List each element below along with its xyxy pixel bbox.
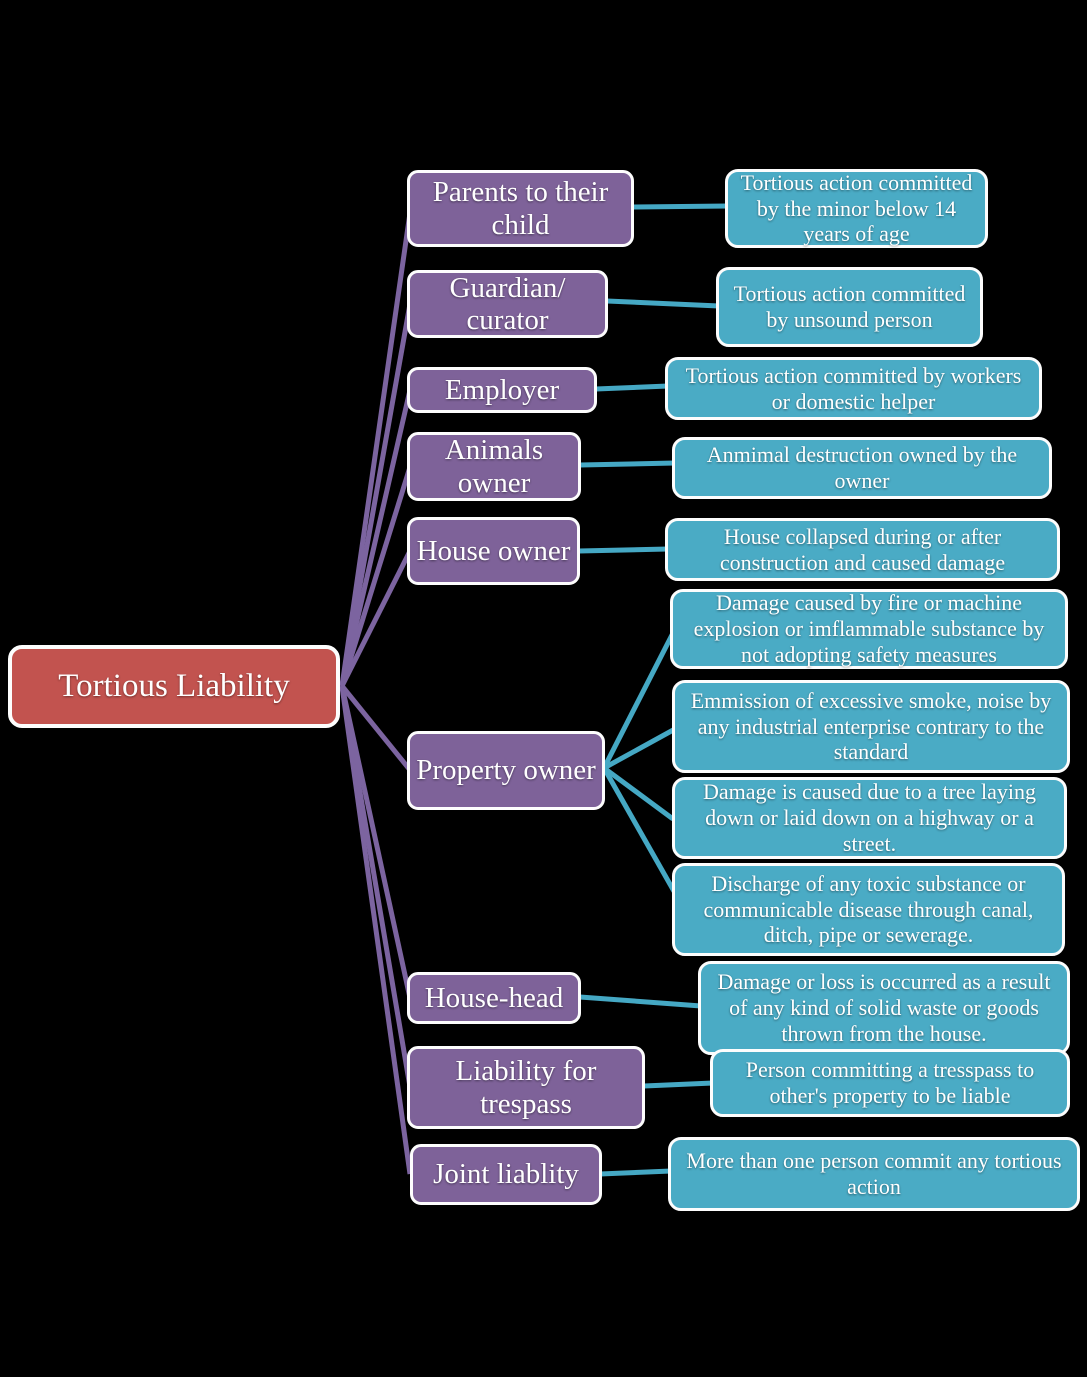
root-label: Tortious Liability bbox=[58, 668, 290, 705]
root-branch-connector bbox=[339, 389, 413, 687]
detail-text: Damage caused by fire or machine explosi… bbox=[693, 590, 1045, 667]
detail-box-toxic-discharge: Discharge of any toxic substance or comm… bbox=[672, 863, 1065, 956]
detail-text: House collapsed during or after construc… bbox=[719, 523, 1006, 575]
detail-box-joint-action: More than one person commit any tortious… bbox=[668, 1137, 1080, 1211]
category-label: Joint liablity bbox=[433, 1158, 579, 1191]
detail-text: Anmimal destruction owned by the owner bbox=[706, 442, 1018, 493]
detail-text: Damage is caused due to a tree laying do… bbox=[703, 779, 1036, 856]
category-label: Liability for trespass bbox=[455, 1055, 597, 1120]
category-label: Guardian/ curator bbox=[449, 271, 566, 336]
category-box-joint-liability: Joint liablity bbox=[410, 1144, 602, 1205]
detail-text: Damage or loss is occurred as a result o… bbox=[717, 969, 1051, 1046]
category-detail-connectors bbox=[578, 203, 729, 1177]
category-detail-connector bbox=[579, 460, 676, 468]
category-detail-connector bbox=[579, 994, 702, 1009]
category-detail-connector bbox=[602, 765, 675, 822]
root-branch-connector bbox=[339, 549, 413, 688]
category-label: Employer bbox=[444, 373, 560, 406]
detail-box-minor: Tortious action committed by the minor b… bbox=[725, 169, 988, 248]
root-branch-connectors bbox=[339, 212, 413, 1175]
root-branch-connector bbox=[339, 303, 413, 687]
root-branch-connector bbox=[339, 212, 413, 687]
category-box-parents: Parents to their child bbox=[407, 170, 634, 247]
detail-box-workers: Tortious action committed by workers or … bbox=[665, 357, 1042, 420]
category-detail-connector bbox=[578, 546, 669, 554]
root-branch-connector bbox=[339, 685, 413, 1175]
detail-box-house-collapsed: House collapsed during or after construc… bbox=[665, 518, 1060, 581]
category-label: Property owner bbox=[416, 754, 596, 787]
category-box-house-head: House-head bbox=[407, 972, 581, 1024]
detail-box-fire-explosion: Damage caused by fire or machine explosi… bbox=[670, 589, 1068, 669]
detail-text: Emmission of excessive smoke, noise by a… bbox=[690, 687, 1052, 765]
detail-text: Tortious action committed by unsound per… bbox=[733, 281, 966, 332]
detail-box-solid-waste: Damage or loss is occurred as a result o… bbox=[698, 961, 1070, 1055]
category-box-property-owner: Property owner bbox=[407, 731, 605, 810]
detail-text: Tortious action committed by the minor b… bbox=[740, 169, 973, 247]
category-detail-connector bbox=[599, 1168, 672, 1177]
category-detail-connector bbox=[606, 298, 720, 309]
detail-box-trespass-liable: Person committing a tresspass to other's… bbox=[710, 1049, 1070, 1117]
category-detail-connector bbox=[601, 766, 678, 895]
category-detail-connector bbox=[595, 383, 669, 392]
category-box-house-owner: House owner bbox=[407, 517, 580, 585]
category-label: House owner bbox=[416, 534, 571, 567]
category-label: Parents to their child bbox=[432, 176, 609, 241]
category-label: Animals owner bbox=[444, 434, 544, 499]
detail-text: Tortious action committed by workers or … bbox=[685, 362, 1022, 414]
category-box-animals-owner: Animals owner bbox=[407, 432, 581, 501]
detail-text: Person committing a tresspass to other's… bbox=[745, 1057, 1035, 1108]
category-box-employer: Employer bbox=[407, 367, 597, 413]
category-detail-connector bbox=[601, 631, 676, 770]
category-box-liability-for-trespass: Liability for trespass bbox=[407, 1046, 645, 1129]
detail-text: Discharge of any toxic substance or comm… bbox=[703, 870, 1034, 948]
root-branch-connector bbox=[339, 466, 413, 687]
detail-box-unsound-person: Tortious action committed by unsound per… bbox=[716, 267, 983, 347]
detail-box-animal-destruction: Anmimal destruction owned by the owner bbox=[672, 437, 1052, 499]
root-branch-connector bbox=[340, 684, 412, 772]
root-box-tortious-liability: Tortious Liability bbox=[8, 645, 340, 728]
category-label: House-head bbox=[424, 981, 564, 1014]
category-detail-connector bbox=[630, 203, 729, 210]
detail-text: More than one person commit any tortious… bbox=[686, 1148, 1062, 1199]
category-box-guardian: Guardian/ curator bbox=[407, 270, 608, 338]
category-detail-connector bbox=[643, 1080, 714, 1089]
detail-box-tree-highway: Damage is caused due to a tree laying do… bbox=[672, 777, 1067, 859]
detail-box-emission-smoke: Emmission of excessive smoke, noise by a… bbox=[672, 680, 1070, 773]
category-detail-connector bbox=[602, 726, 677, 771]
